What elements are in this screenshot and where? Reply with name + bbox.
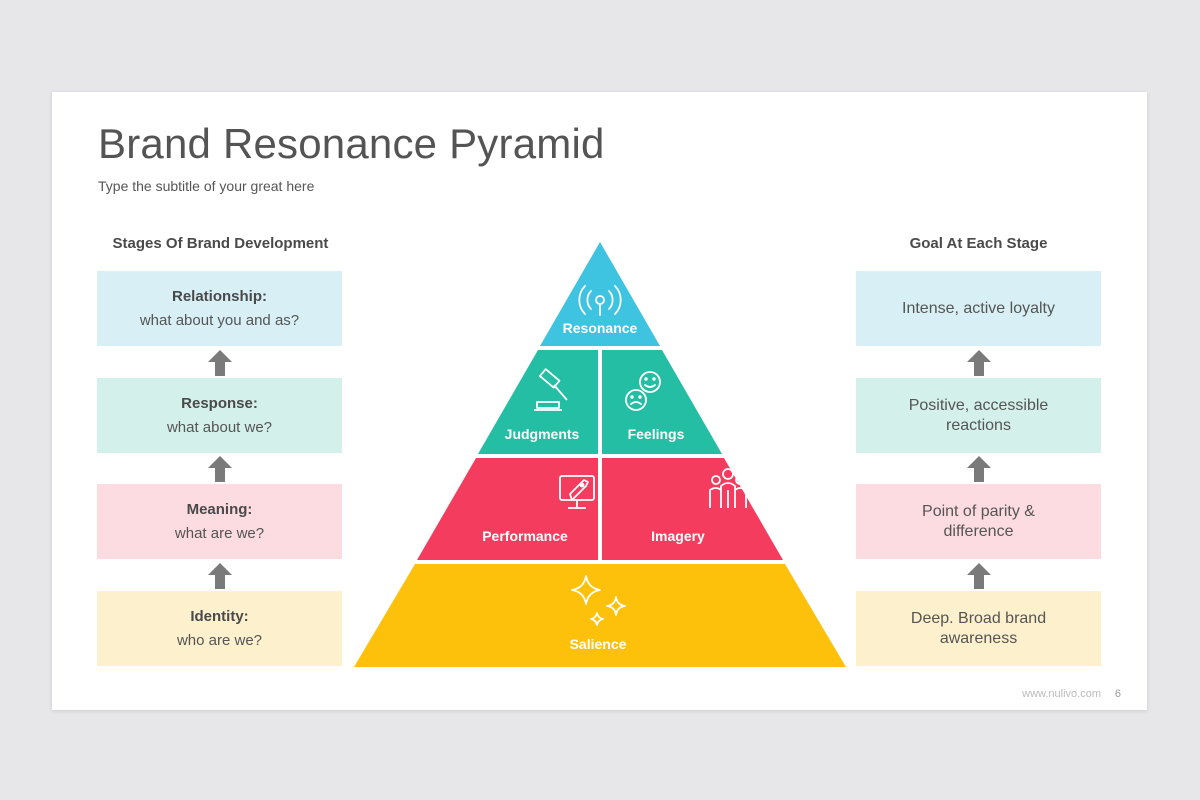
right-column-heading: Goal At Each Stage: [909, 235, 1048, 252]
stage-title: Response:: [181, 394, 258, 412]
pyramid-label-resonance: Resonance: [562, 320, 638, 336]
stage-box-meaning: Meaning: what are we?: [97, 484, 342, 559]
goal-box-parity: Point of parity & difference: [856, 484, 1101, 559]
pyramid-label-performance: Performance: [482, 528, 568, 544]
pyramid-level-imagery: [602, 458, 783, 560]
page-number: 6: [1114, 688, 1121, 700]
up-arrow-icon: [967, 350, 991, 376]
stage-question: what are we?: [174, 524, 265, 542]
footer-url: www.nulivo.com: [1022, 688, 1101, 700]
up-arrow-icon: [208, 563, 232, 589]
pyramid-level-feelings: [602, 350, 722, 454]
up-arrow-icon: [967, 456, 991, 482]
faces-icon: [625, 371, 661, 411]
pyramid-level-resonance: [540, 242, 660, 346]
stage-box-identity: Identity: who are we?: [97, 591, 342, 666]
page-subtitle: Type the subtitle of your great here: [98, 178, 315, 194]
stage-box-relationship: Relationship: what about you and as?: [97, 271, 342, 346]
page-title: Brand Resonance Pyramid: [98, 120, 605, 167]
goal-box-loyalty: Intense, active loyalty: [856, 271, 1101, 346]
stage-title: Relationship:: [171, 287, 267, 305]
pyramid-label-salience: Salience: [569, 636, 627, 652]
pyramid-label-imagery: Imagery: [651, 528, 705, 544]
pyramid-label-feelings: Feelings: [627, 426, 685, 442]
signal-icon: [578, 285, 622, 316]
gavel-icon: [534, 368, 568, 411]
goal-text: Deep. Broad brand awareness: [910, 609, 1047, 647]
left-column-heading: Stages Of Brand Development: [112, 235, 329, 252]
slide: Brand Resonance Pyramid Type the subtitl…: [52, 92, 1147, 710]
up-arrow-icon: [208, 350, 232, 376]
people-icon: [709, 468, 747, 508]
goal-text: Positive, accessible reactions: [908, 396, 1049, 434]
stage-question: who are we?: [176, 631, 263, 649]
stage-box-response: Response: what about we?: [97, 378, 342, 453]
up-arrow-icon: [967, 563, 991, 589]
rocket-monitor-icon: [559, 475, 595, 509]
up-arrow-icon: [208, 456, 232, 482]
stage-question: what about we?: [166, 418, 273, 436]
goal-text: Point of parity & difference: [922, 502, 1035, 540]
goal-box-reactions: Positive, accessible reactions: [856, 378, 1101, 453]
stage-title: Identity:: [190, 607, 249, 625]
sparkles-icon: [571, 575, 626, 626]
brand-pyramid: Resonance Judgments Feelings Performance…: [354, 242, 846, 667]
stage-question: what about you and as?: [139, 311, 300, 329]
goal-box-awareness: Deep. Broad brand awareness: [856, 591, 1101, 666]
pyramid-level-performance: [417, 458, 598, 560]
stage-title: Meaning:: [186, 500, 253, 518]
goal-text: Intense, active loyalty: [902, 299, 1055, 317]
pyramid-level-salience: [354, 564, 846, 667]
pyramid-label-judgments: Judgments: [504, 426, 580, 442]
